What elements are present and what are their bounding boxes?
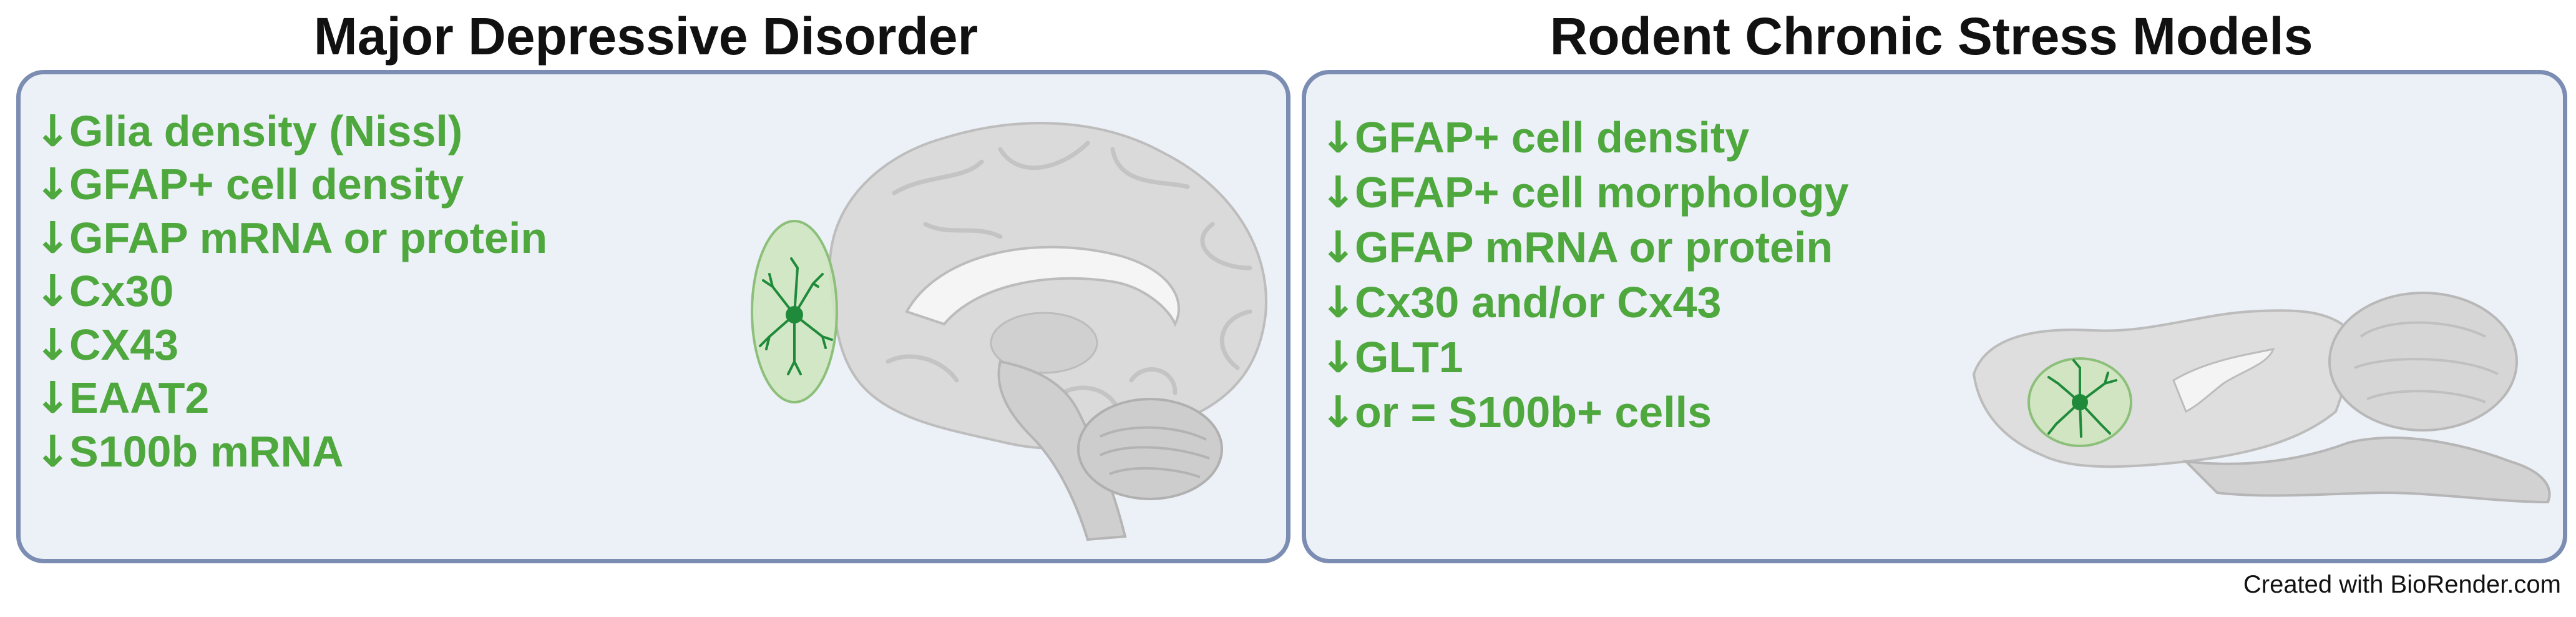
down-arrow-icon: ↓ [34,372,71,424]
rodent-finding-text: GLT1 [1355,333,1463,382]
mdd-finding-item: ↓GFAP+ cell density [34,158,547,212]
down-arrow-icon: ↓ [34,318,71,370]
mdd-finding-text: EAAT2 [69,373,210,423]
corpus-callosum [905,245,1180,327]
down-arrow-icon: ↓ [1320,332,1357,383]
mdd-finding-text: S100b mRNA [69,427,344,476]
rodent-finding-item: ↓or = S100b+ cells [1320,385,1849,440]
down-arrow-icon: ↓ [34,159,71,210]
rodent-cerebellum [2328,292,2518,432]
mdd-finding-text: Cx30 [69,267,174,316]
gyri-lines [886,141,1252,414]
rodent-finding-text: GFAP mRNA or protein [1355,223,1833,272]
down-arrow-icon: ↓ [1320,277,1357,328]
cerebellum-folia [1100,426,1210,478]
right-panel-title: Rodent Chronic Stress Models [1549,7,2313,66]
rodent-finding-text: or = S100b+ cells [1355,388,1712,437]
astrocyte-icon [759,257,833,375]
mdd-finding-item: ↓CX43 [34,318,547,372]
left-panel-title: Major Depressive Disorder [313,7,978,66]
mdd-finding-item: ↓Glia density (Nissl) [34,104,547,158]
mdd-finding-item: ↓GFAP mRNA or protein [34,211,547,265]
mdd-finding-text: Glia density (Nissl) [69,106,463,155]
down-arrow-icon: ↓ [34,105,71,157]
down-arrow-icon: ↓ [34,265,71,317]
mdd-finding-text: CX43 [69,320,179,369]
thalamus [990,312,1098,374]
rodent-cerebellum-folia [2354,321,2499,403]
rodent-finding-text: GFAP+ cell morphology [1355,168,1849,217]
rodent-finding-item: ↓GFAP+ cell density [1320,110,1849,165]
mdd-finding-item: ↓EAAT2 [34,372,547,425]
mdd-panel: ↓Glia density (Nissl) ↓GFAP+ cell densit… [16,70,1290,563]
rodent-finding-item: ↓GFAP+ cell morphology [1320,165,1849,220]
rodent-astrocyte-icon [2047,359,2117,438]
down-arrow-icon: ↓ [34,212,71,264]
rodent-panel: ↓GFAP+ cell density ↓GFAP+ cell morpholo… [1302,70,2567,563]
mdd-findings-list: ↓Glia density (Nissl) ↓GFAP+ cell densit… [34,104,547,478]
cerebellum [1077,398,1223,500]
down-arrow-icon: ↓ [1320,112,1357,163]
mdd-finding-text: GFAP mRNA or protein [69,213,548,262]
rodent-finding-item: ↓Cx30 and/or Cx43 [1320,275,1849,330]
biorender-credit: Created with BioRender.com [2243,571,2561,598]
down-arrow-icon: ↓ [1320,222,1357,273]
rodent-finding-item: ↓GFAP mRNA or protein [1320,220,1849,275]
rodent-brainstem [2182,436,2551,504]
down-arrow-icon: ↓ [1320,387,1357,438]
rodent-findings-list: ↓GFAP+ cell density ↓GFAP+ cell morpholo… [1320,110,1849,440]
rodent-finding-text: GFAP+ cell density [1355,113,1750,162]
brainstem [997,360,1127,541]
mdd-finding-item: ↓S100b mRNA [34,425,547,478]
rodent-hippocampus [2172,347,2275,413]
rodent-finding-text: Cx30 and/or Cx43 [1355,278,1722,327]
down-arrow-icon: ↓ [34,425,71,477]
human-brain-illustration [751,122,1267,541]
mdd-finding-item: ↓Cx30 [34,265,547,318]
rodent-brain-illustration [1972,292,2551,504]
rodent-finding-item: ↓GLT1 [1320,330,1849,385]
down-arrow-icon: ↓ [1320,167,1357,218]
mdd-finding-text: GFAP+ cell density [69,160,464,209]
